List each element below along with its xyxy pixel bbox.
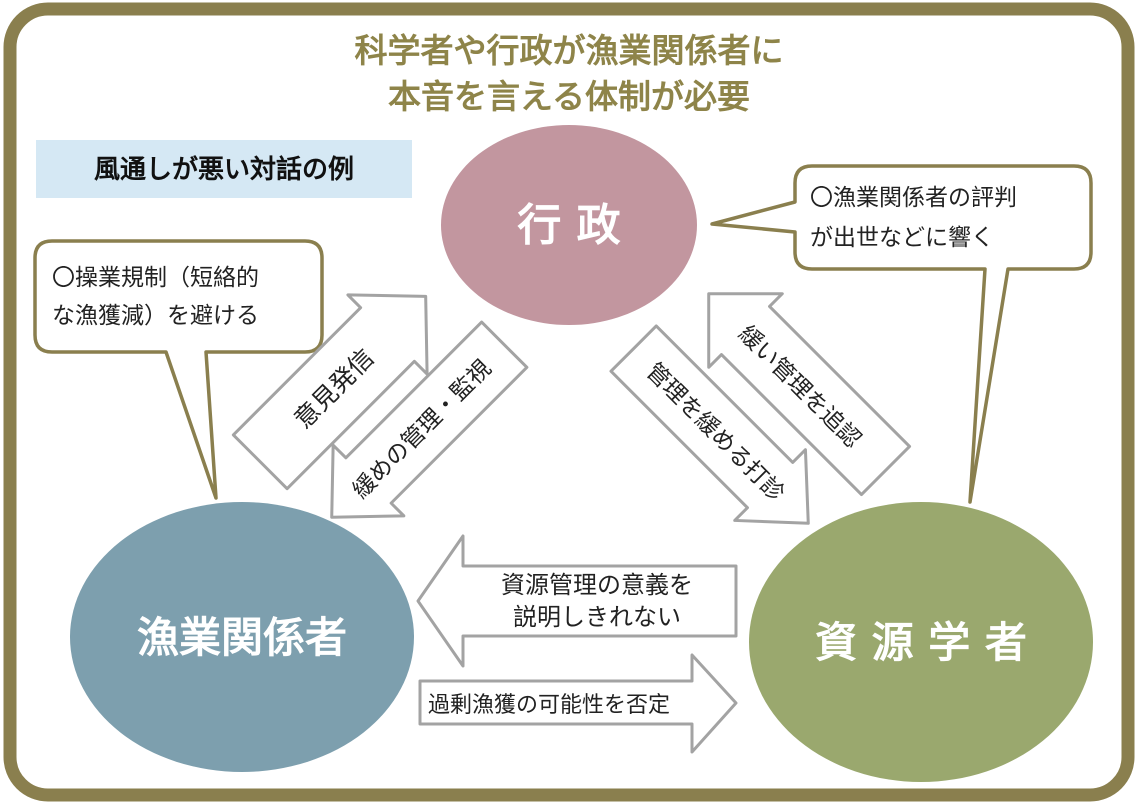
shigen-node [749, 502, 1093, 782]
right-bubble-line-1: 〇漁業関係者の評判 [810, 185, 1017, 211]
right-speech-bubble: 〇漁業関係者の評判 が出世などに響く [710, 164, 1093, 504]
arrow-igi-line-1: 資源管理の意義を [501, 571, 693, 599]
arrow-igi-setsumei: 資源管理の意義を 説明しきれない [416, 534, 738, 668]
gyosei-node [441, 125, 697, 325]
gyogyo-label: 漁業関係者 [137, 613, 347, 662]
arrow-kajo-label: 過剰漁獲の可能性を否定 [428, 693, 670, 718]
title-line-2: 本音を言える体制が必要 [388, 77, 750, 116]
arrow-igi-line-2: 説明しきれない [513, 603, 681, 631]
gyosei-label: 行 政 [517, 200, 620, 251]
right-bubble-line-2: が出世などに響く [810, 225, 994, 251]
example-label: 風通しが悪い対話の例 [94, 154, 354, 185]
example-label-box [36, 140, 412, 198]
title-line-1: 科学者や行政が漁業関係者に [355, 31, 784, 70]
left-bubble-line-1: 〇操業規制（短絡的 [52, 265, 259, 291]
left-bubble-line-2: な漁獲減）を避ける [52, 303, 259, 329]
left-speech-bubble: 〇操業規制（短絡的 な漁獲減）を避ける [33, 239, 324, 500]
arrow-kajo-hitei: 過剰漁獲の可能性を否定 [418, 653, 738, 754]
gyogyo-node [70, 502, 414, 772]
shigen-label: 資 源 学 者 [815, 618, 1027, 667]
